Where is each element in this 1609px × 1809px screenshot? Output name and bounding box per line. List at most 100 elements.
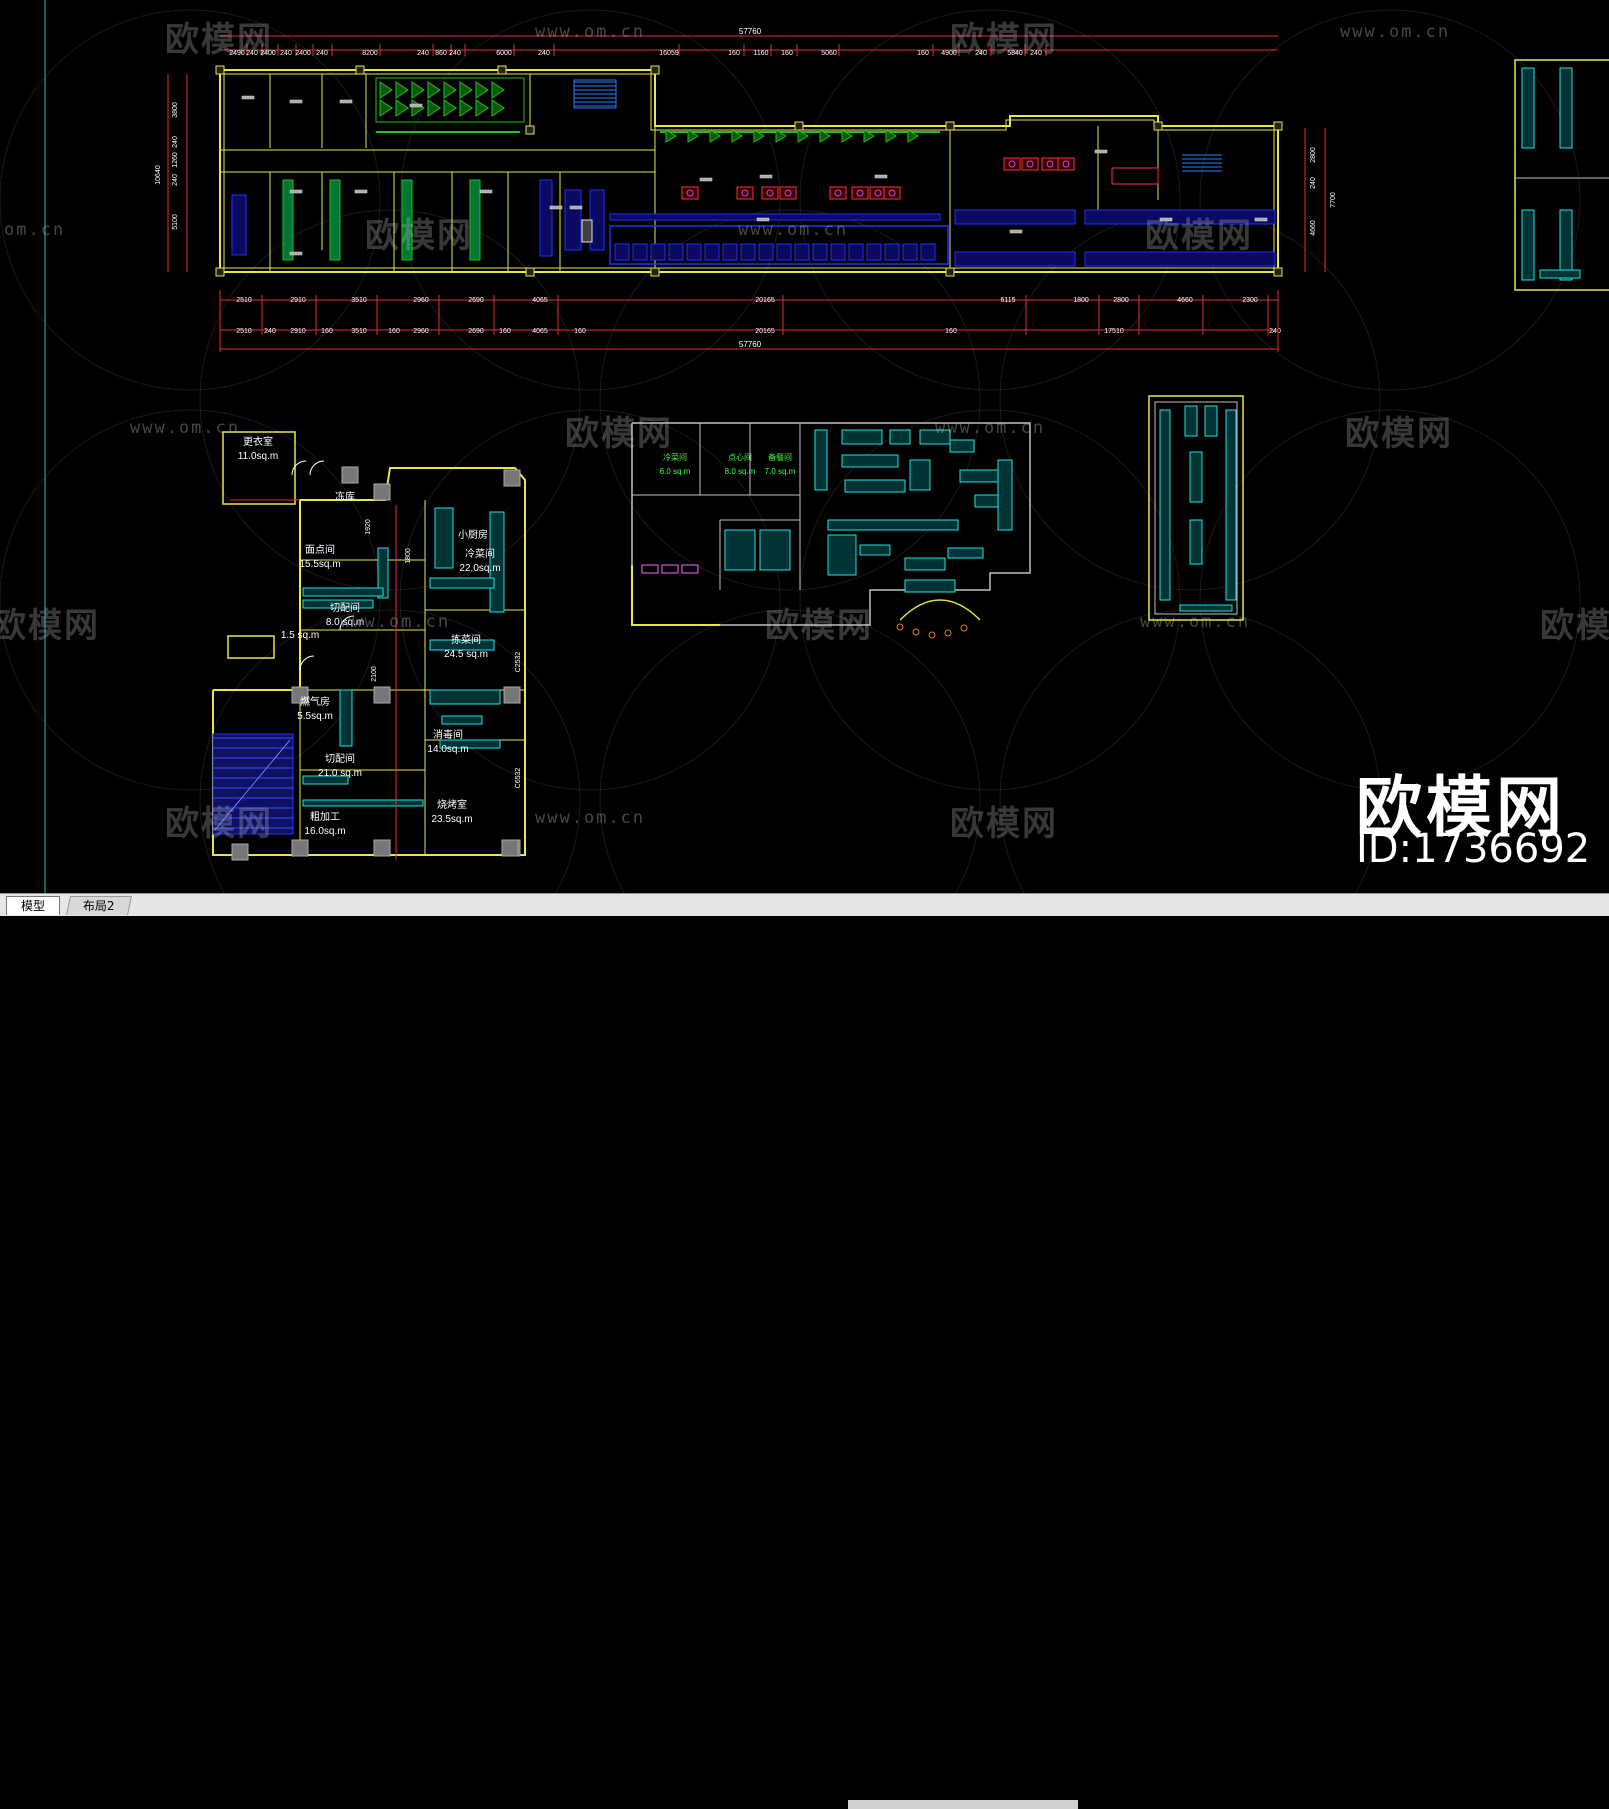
watermark-circle <box>599 209 981 591</box>
room-name: 更衣室 <box>243 435 273 448</box>
watermark-circle <box>399 409 781 791</box>
kitchen-equipment <box>429 689 501 705</box>
prep-shelf <box>401 179 413 261</box>
burner-ring <box>874 189 882 197</box>
kitchen-equipment <box>429 639 495 651</box>
stool <box>912 628 920 636</box>
kitchen-equipment <box>724 529 756 571</box>
storage-shelf <box>395 99 409 117</box>
dimension-text: 2400 <box>295 50 311 57</box>
structural-column <box>945 121 955 131</box>
dimension-text: 240 <box>1310 177 1317 189</box>
structural-column <box>1273 267 1283 277</box>
layout-tab-bar: 模型 布局2 <box>0 893 1609 1809</box>
tab-layout2[interactable]: 布局2 <box>65 896 132 915</box>
dimension-text: 2690 <box>468 297 484 304</box>
room-label-mark <box>1094 149 1108 154</box>
watermark-url: www.om.cn <box>935 418 1046 438</box>
room-name: 拣菜间 <box>451 633 481 646</box>
watermark-brand: 欧模网 <box>765 606 873 646</box>
dimension-text: 1800 <box>1073 297 1089 304</box>
watermark-url: www.om.cn <box>340 612 451 632</box>
dimension-text: 7700 <box>1330 192 1337 208</box>
cooking-station <box>686 243 702 261</box>
storage-shelf <box>459 99 473 117</box>
dimension-text: 240 <box>538 50 550 57</box>
storage-shelf <box>379 81 393 99</box>
room-area: 15.5sq.m <box>299 559 340 570</box>
cooking-station <box>668 243 684 261</box>
kitchen-equipment <box>759 529 791 571</box>
dimension-text: 240 <box>975 50 987 57</box>
storage-shelf <box>775 129 787 143</box>
counter-strip <box>954 251 1076 267</box>
kitchen-equipment <box>904 579 956 593</box>
room-area: 24.5 sq.m <box>444 649 488 660</box>
kitchen-equipment <box>949 439 975 453</box>
structural-column <box>794 121 804 131</box>
watermark-circle <box>999 609 1381 893</box>
dimension-text: 3510 <box>351 297 367 304</box>
burner-unit <box>883 186 901 200</box>
model-id-label: ID:1736692 <box>1356 826 1591 872</box>
cold-storage-room <box>375 77 525 123</box>
dimension-text: 20165 <box>755 328 775 335</box>
watermark-brand: 欧模网 <box>950 20 1058 60</box>
storage-shelf <box>665 129 677 143</box>
status-toolbar-strip <box>848 1800 1078 1809</box>
room-label-mark <box>759 174 773 179</box>
room-label-mark <box>699 177 713 182</box>
watermark-circle <box>799 9 1181 391</box>
dimension-text: 2400 <box>260 50 276 57</box>
watermark-circle <box>399 9 781 391</box>
burner-ring <box>856 189 864 197</box>
watermark-circle <box>0 9 381 391</box>
stair-direction <box>214 739 291 831</box>
equipment-cabinet <box>231 194 247 256</box>
dimension-text: 2960 <box>413 297 429 304</box>
burner-ring <box>888 189 896 197</box>
kitchen-equipment <box>489 511 505 613</box>
watermark-brand: 欧模网 <box>0 606 100 646</box>
room-name: 冷菜间 <box>465 547 495 560</box>
cooking-station <box>632 243 648 261</box>
watermark-brand: 欧模网 <box>165 20 273 60</box>
watermark-brand: 欧模网 <box>950 804 1058 844</box>
dimension-text: 4900 <box>941 50 957 57</box>
structural-column <box>503 469 521 487</box>
watermark-circle <box>799 409 1181 791</box>
room-name: 切配间 <box>330 601 360 614</box>
watermark-brand: 欧模网 <box>165 804 273 844</box>
kitchen-equipment <box>1559 67 1573 149</box>
dimension-text: 240 <box>246 50 258 57</box>
watermark-brand: 欧模网 <box>1145 216 1253 256</box>
appliance-unit <box>661 564 679 574</box>
kitchen-equipment <box>841 454 899 468</box>
tab-model[interactable]: 模型 <box>6 896 61 915</box>
watermark-circle <box>199 609 581 893</box>
dimension-text: 160 <box>321 328 333 335</box>
storage-shelf <box>491 81 505 99</box>
dimension-text: 3510 <box>351 328 367 335</box>
dimension-text: 160 <box>945 328 957 335</box>
storage-shelf <box>885 129 897 143</box>
dimension-text: 20165 <box>755 297 775 304</box>
prep-shelf <box>329 179 341 261</box>
watermark-url: www.om.cn <box>130 418 241 438</box>
appliance-unit <box>681 564 699 574</box>
counter-strip <box>1084 251 1276 267</box>
kitchen-equipment <box>1189 451 1203 503</box>
cooking-line <box>609 225 949 265</box>
room-name: 点心间 <box>728 453 752 462</box>
cooking-station <box>830 243 846 261</box>
kitchen-equipment <box>1204 405 1218 437</box>
burner-ring <box>1008 160 1016 168</box>
dimension-text: 2300 <box>1242 297 1258 304</box>
room-name: 烧烤室 <box>437 798 467 811</box>
room-label-mark <box>756 217 770 222</box>
control-panel <box>581 219 593 243</box>
storage-shelf <box>443 81 457 99</box>
structural-column <box>1153 121 1163 131</box>
structural-column <box>650 267 660 277</box>
